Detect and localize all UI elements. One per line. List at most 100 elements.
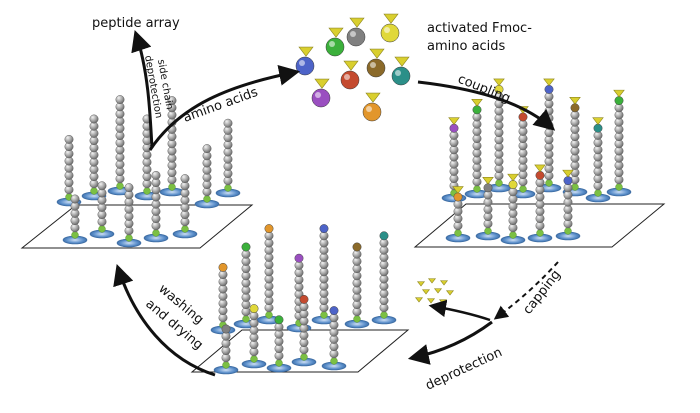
- activated-amino-acid: [380, 13, 400, 43]
- amino-acid-ball: [366, 58, 386, 78]
- peptide-chain: [266, 315, 292, 373]
- peptide-chain: [606, 89, 632, 197]
- new-amino-acid-bead: [483, 183, 493, 193]
- ball-highlight: [299, 60, 305, 66]
- label-capping: capping: [520, 267, 564, 317]
- activated-amino-acid: [311, 78, 331, 108]
- peptide-array-right: [441, 78, 632, 245]
- peptide-chain: [464, 99, 490, 199]
- new-amino-acid-bead: [241, 242, 251, 252]
- amino-acid-bead: [97, 181, 107, 191]
- new-amino-acid-bead: [274, 315, 284, 325]
- peptide-chain: [321, 306, 347, 371]
- amino-acid-ball: [340, 70, 360, 90]
- peptide-chain: [475, 177, 501, 241]
- fmoc-cap-icon: [493, 78, 505, 87]
- label-peptide-array: peptide array: [92, 16, 180, 31]
- fmoc-cap-icon: [343, 60, 359, 71]
- linker-bead: [265, 311, 273, 319]
- fmoc-cap-icon: [394, 56, 410, 67]
- arrow-side-chain-deprotection: [131, 30, 154, 149]
- new-amino-acid-bead: [379, 231, 389, 241]
- new-amino-acid-bead: [614, 96, 624, 106]
- arrow-washing-drying: [113, 264, 216, 377]
- linker-bead: [571, 183, 579, 191]
- linker-bead: [495, 179, 503, 187]
- new-amino-acid-bead: [563, 176, 573, 186]
- new-amino-acid-bead: [508, 180, 518, 190]
- fmoc-cap-icon: [328, 27, 344, 38]
- linker-bead: [564, 227, 572, 235]
- fmoc-cap-icon: [471, 99, 483, 107]
- activated-amino-acid: [325, 27, 345, 57]
- amino-acid-bead: [124, 183, 134, 193]
- free-fmoc-icon: [433, 288, 443, 294]
- fmoc-cap-icon: [569, 97, 581, 105]
- free-fmoc-icon: [427, 278, 437, 284]
- label-coupling: coupling: [456, 72, 513, 107]
- linker-bead: [275, 359, 283, 367]
- amino-acid-bead: [151, 170, 161, 180]
- peptide-chain: [134, 114, 160, 201]
- peptide-chain: [486, 78, 512, 193]
- peptide-chain: [555, 169, 581, 241]
- linker-bead: [143, 187, 151, 195]
- amino-acid-bead: [70, 194, 80, 204]
- peptide-chain: [344, 242, 370, 329]
- free-fmoc-icon: [445, 290, 455, 296]
- new-amino-acid-bead: [249, 304, 259, 314]
- linker-bead: [90, 187, 98, 195]
- peptide-chain: [89, 181, 115, 239]
- amino-acid-ball: [346, 27, 366, 47]
- fmoc-cap-icon: [365, 92, 381, 103]
- peptide-chain: [291, 294, 317, 367]
- ball-highlight: [370, 62, 376, 68]
- peptide-chain: [116, 183, 142, 248]
- linker-bead: [594, 189, 602, 197]
- amino-acid-bead: [167, 96, 177, 106]
- peptide-array-left: [56, 95, 241, 248]
- label-amino-acids: amino acids: [181, 85, 260, 126]
- linker-bead: [615, 183, 623, 191]
- linker-bead: [168, 183, 176, 191]
- amino-acid-ball: [325, 37, 345, 57]
- peptide-chain: [371, 231, 397, 325]
- new-amino-acid-bead: [535, 170, 545, 180]
- peptide-chain: [81, 114, 107, 201]
- amino-acid-ball: [391, 66, 411, 86]
- fmoc-cap-icon: [534, 164, 546, 173]
- label-activated-amino-acids: amino acids: [427, 39, 506, 54]
- peptide-chain: [194, 144, 220, 209]
- platform-left: [20, 204, 254, 249]
- ball-highlight: [344, 74, 350, 80]
- peptide-chain: [210, 262, 236, 335]
- new-amino-acid-bead: [449, 123, 459, 133]
- linker-bead: [454, 229, 462, 237]
- peptide-chain: [241, 304, 267, 369]
- new-amino-acid-bead: [218, 262, 228, 272]
- fmoc-cap-icon: [562, 169, 574, 178]
- amino-acid-bead: [64, 134, 74, 144]
- linker-bead: [484, 227, 492, 235]
- new-amino-acid-bead: [319, 224, 329, 234]
- free-fmoc-icon: [416, 281, 426, 287]
- peptide-chain: [585, 117, 611, 203]
- free-fmoc-icon: [426, 298, 436, 304]
- peptide-chain: [143, 170, 169, 243]
- linker-bead: [71, 231, 79, 239]
- linker-bead: [222, 361, 230, 369]
- linker-bead: [250, 355, 258, 363]
- activated-amino-acid: [346, 17, 366, 47]
- peptide-chain: [445, 186, 471, 243]
- peptide-chain: [159, 96, 185, 197]
- fmoc-cap-icon: [369, 48, 385, 59]
- free-fmoc-icon: [438, 299, 448, 305]
- ball-highlight: [350, 31, 356, 37]
- fmoc-cap-icon: [448, 117, 460, 125]
- linker-bead: [545, 179, 553, 187]
- peptide-chain: [286, 253, 312, 333]
- fmoc-cap-icon: [383, 13, 399, 24]
- linker-bead: [330, 357, 338, 365]
- arrow-coupling: [417, 80, 556, 131]
- linker-bead: [519, 185, 527, 193]
